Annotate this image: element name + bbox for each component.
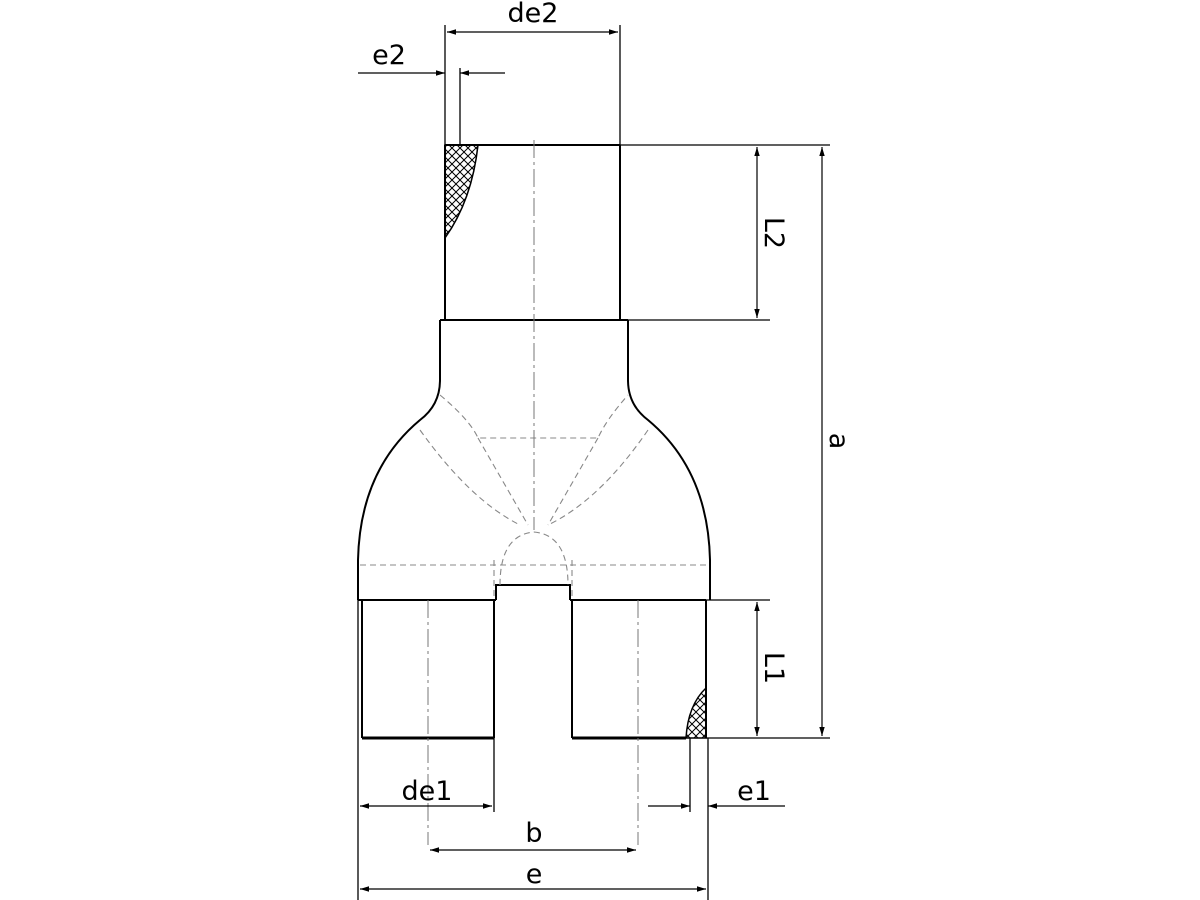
label-b: b xyxy=(525,818,542,849)
label-e1: e1 xyxy=(737,776,771,807)
hatch-bottom-socket xyxy=(685,686,707,739)
label-de2: de2 xyxy=(508,0,559,29)
hatch-top-socket xyxy=(444,144,479,241)
label-a: a xyxy=(823,433,854,450)
hidden-lines xyxy=(360,394,708,600)
dimension-lines xyxy=(358,29,825,892)
label-L1: L1 xyxy=(758,652,789,684)
extension-lines xyxy=(357,25,830,900)
label-de1: de1 xyxy=(402,776,453,807)
label-L2: L2 xyxy=(758,217,789,249)
label-e2: e2 xyxy=(372,40,406,71)
label-e: e xyxy=(526,859,543,890)
